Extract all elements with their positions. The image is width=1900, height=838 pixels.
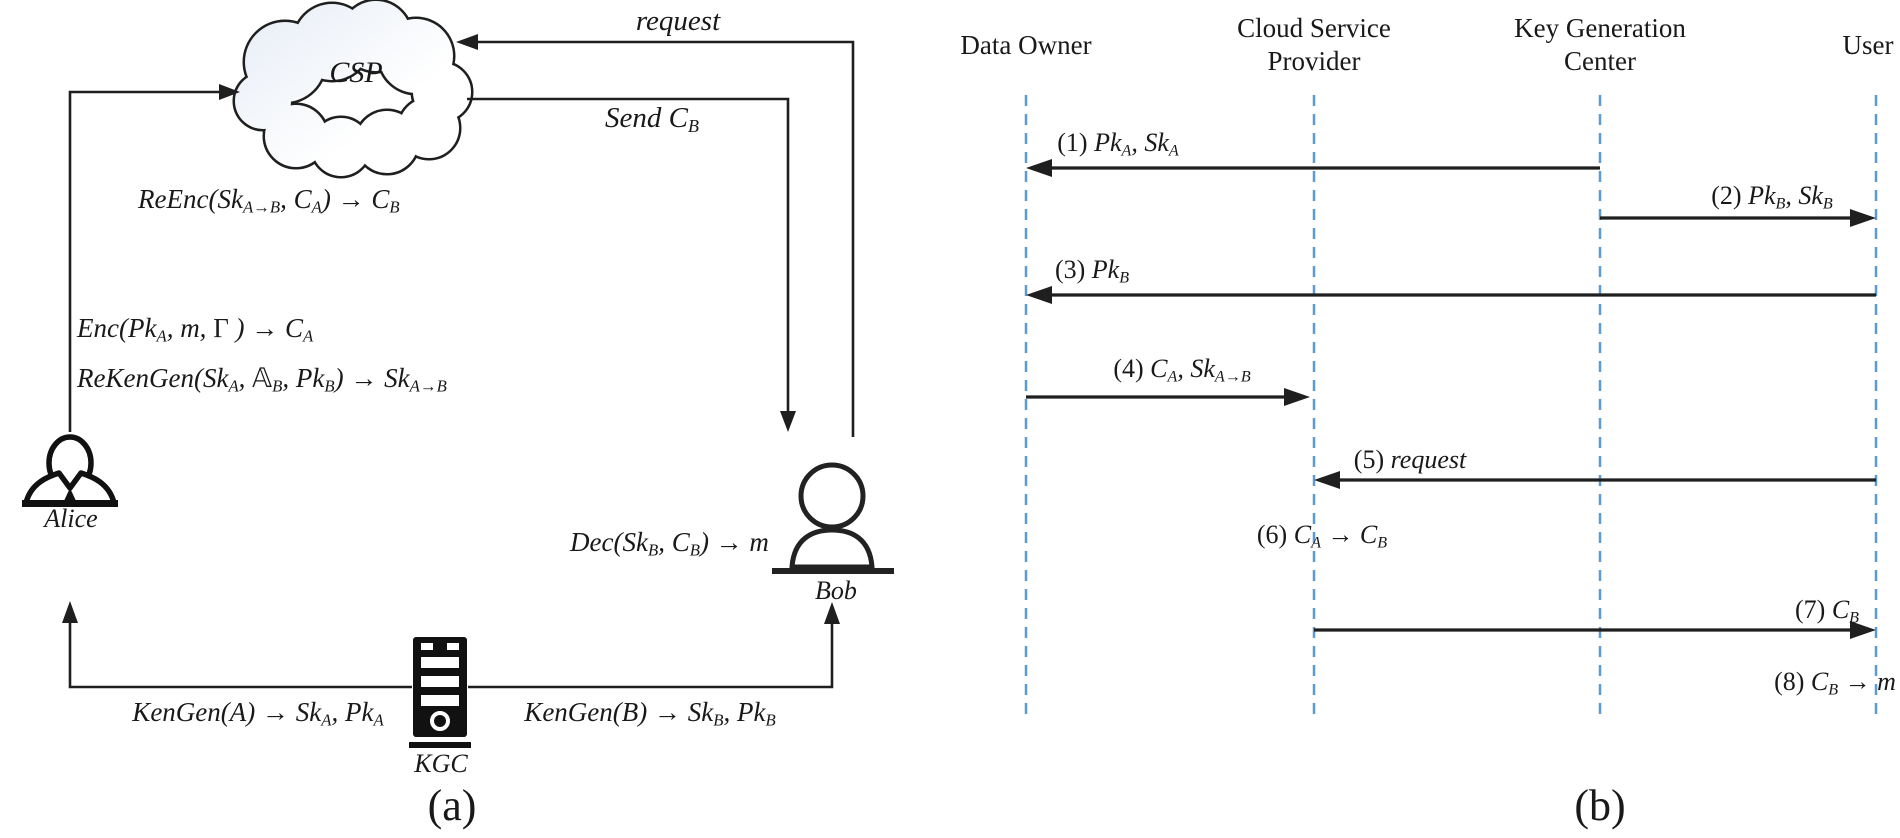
message-1-arrow xyxy=(1026,159,1600,177)
message-7-arrow xyxy=(1314,621,1876,639)
bob-label: Bob xyxy=(815,576,857,605)
kgc-label: KGC xyxy=(414,749,468,778)
message-2-label: (2) PkB, SkB xyxy=(1711,181,1833,213)
message-1-label: (1) PkA, SkA xyxy=(1057,128,1179,160)
kgc-server-icon xyxy=(409,637,471,748)
message-8-label: (8) CB → m xyxy=(1774,667,1896,699)
enc-formula: Enc(PkA, m, Γ ) → CA xyxy=(77,313,314,346)
message-5-arrow xyxy=(1314,471,1876,489)
actor-header-data-owner: Data Owner xyxy=(960,29,1092,60)
alice-to-csp-arrow xyxy=(68,84,240,432)
kengen-b-label: KenGen(B) → SkB, PkB xyxy=(524,697,776,730)
bob-icon xyxy=(772,462,894,574)
message-2-arrow xyxy=(1600,209,1876,227)
message-3-label: (3) PkB xyxy=(1054,255,1130,287)
panel-b-caption: (b) xyxy=(1574,781,1626,830)
kengen-a-label: KenGen(A) → SkA, PkA xyxy=(132,697,384,730)
actor-header-cloud-service-provider: Cloud Service Provider xyxy=(1237,13,1391,76)
reenc-formula: ReEnc(SkA→B, CA) → CB xyxy=(138,184,400,217)
csp-cloud-label: CSP xyxy=(329,56,383,89)
request-label: request xyxy=(635,5,721,37)
dec-formula: Dec(SkB, CB) → m xyxy=(570,527,769,560)
message-4-label: (4) CA, SkA→B xyxy=(1113,354,1251,386)
message-3-arrow xyxy=(1026,286,1876,304)
send-cb-arrow xyxy=(467,97,796,432)
message-5-label: (5) request xyxy=(1353,445,1467,474)
alice-icon xyxy=(22,434,118,507)
message-7-label: (7) CB xyxy=(1794,595,1860,627)
alice-label: Alice xyxy=(44,504,98,533)
message-4-arrow xyxy=(1026,388,1310,406)
kgc-to-alice-arrow xyxy=(62,601,412,689)
actor-header-user: User xyxy=(1842,29,1894,60)
kgc-to-bob-arrow xyxy=(468,602,840,689)
panel-a-caption: (a) xyxy=(427,781,477,830)
message-6-label: (6) CA → CB xyxy=(1256,520,1388,552)
csp-cloud-shape xyxy=(232,0,474,179)
actor-header-key-generation-center: Key Generation Center xyxy=(1514,13,1686,76)
rekengen-formula: ReKenGen(SkA, 𝔸B, PkB) → SkA→B xyxy=(77,363,447,396)
request-arrow xyxy=(456,34,855,437)
send-cb-label: Send CB xyxy=(605,102,699,137)
